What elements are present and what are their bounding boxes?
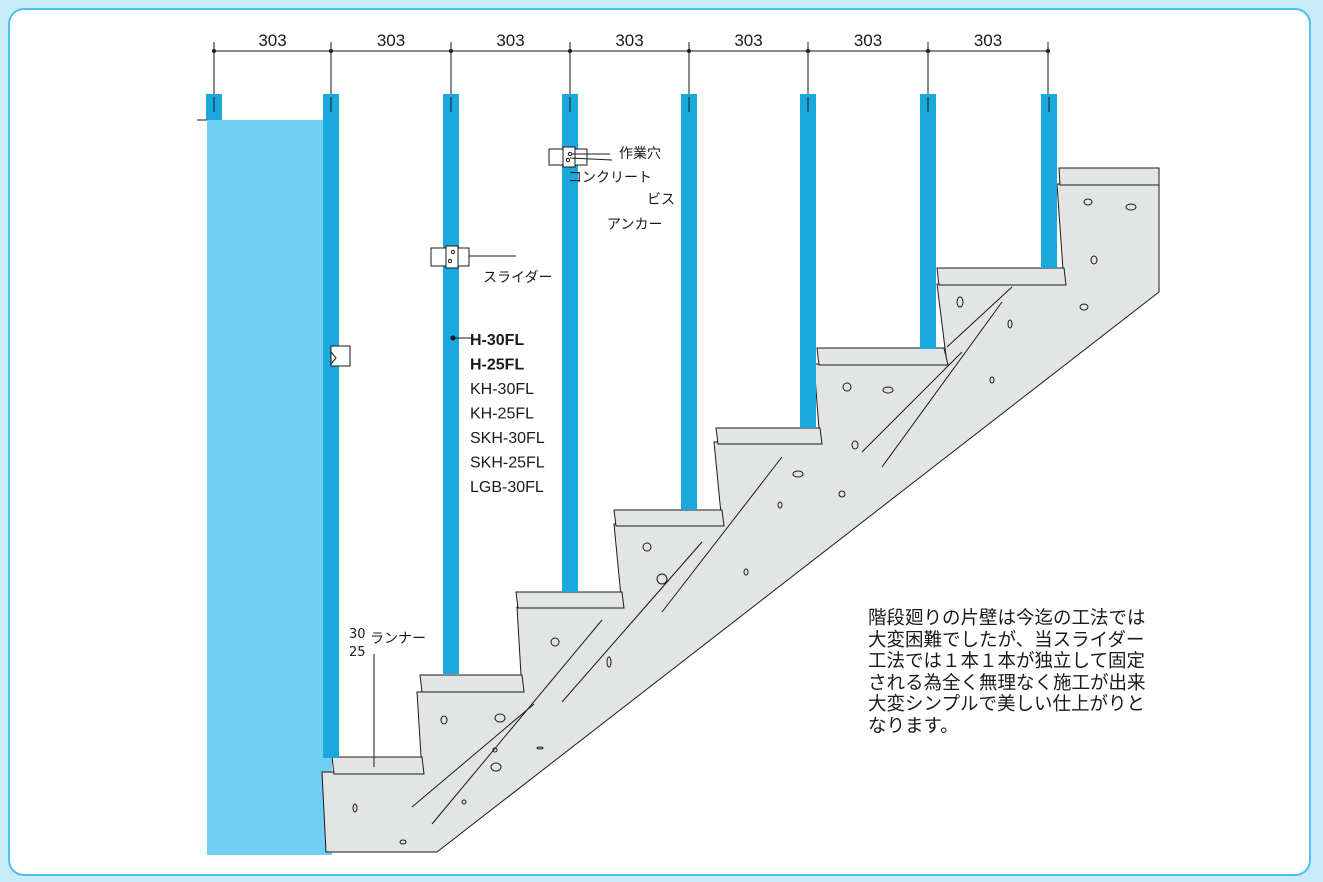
slider-plate	[445, 245, 459, 269]
description-line: 大変シンプルで美しい仕上がりと	[868, 694, 1145, 715]
screw-hole-icon	[565, 157, 571, 163]
dimension-label: 303	[496, 31, 524, 50]
stud-model-name: SKH-30FL	[470, 430, 545, 447]
tread-4	[613, 509, 725, 527]
stud	[443, 94, 459, 674]
diagram-frame: 303 303 303 303 303 303 303 作業穴	[8, 8, 1311, 876]
description-text: 階段廻りの片壁は今迄の工法では大変困難でしたが、当スライダー工法では１本１本が独…	[868, 608, 1248, 737]
description-line: される為全く無理なく施工が出来	[868, 672, 1146, 694]
runner-bracket-clip	[330, 351, 337, 365]
concrete-staircase	[321, 167, 1160, 853]
tread-5	[715, 427, 823, 445]
dimension-dot	[806, 49, 810, 53]
description-line: 階段廻りの片壁は今迄の工法では	[868, 608, 1146, 629]
concrete-label: コンクリート	[568, 170, 652, 186]
anchor-label: アンカー	[607, 217, 662, 233]
rebar-line	[946, 286, 1013, 348]
leader-lines	[373, 153, 613, 767]
tread-7	[936, 267, 1067, 286]
rebar-line	[561, 541, 703, 703]
dimension-dot	[329, 49, 333, 53]
runner-size-bottom: 25	[349, 645, 366, 660]
aggregate-stones	[352, 198, 1137, 845]
dimension-label: 303	[974, 31, 1002, 50]
tread-3	[515, 591, 625, 609]
stud-model-name: H-30FL	[470, 332, 524, 349]
screw-hole-icon	[450, 249, 456, 255]
description-line: なります。	[868, 715, 959, 737]
work-hole-label: 作業穴	[619, 146, 661, 162]
stud	[562, 94, 578, 592]
stud-model-list: H-30FL H-25FL KH-30FL KH-25FL SKH-30FL SKH-25…	[470, 332, 545, 496]
stud	[920, 94, 936, 349]
stud-model-name: H-25FL	[470, 357, 524, 374]
rebar-line	[411, 703, 535, 808]
dimension-dot	[568, 49, 572, 53]
rebar-line	[881, 301, 1003, 468]
dimension-label: 303	[377, 31, 405, 50]
stud-model-name: KH-25FL	[470, 406, 534, 423]
runner-size-top: 30	[349, 627, 366, 642]
rebar-lines	[411, 286, 1013, 825]
tread-6	[816, 347, 949, 366]
rebar-line	[861, 351, 963, 453]
description-line: 大変困難でしたが、当スライダー	[868, 629, 1145, 651]
dimension-line	[212, 42, 1050, 94]
stud	[681, 94, 697, 510]
dimension-dot	[212, 49, 216, 53]
runner-label: ランナー	[370, 631, 426, 647]
description-line: 工法では１本１本が独立して固定	[868, 651, 1145, 672]
rebar-line	[661, 456, 783, 613]
wall-panel	[207, 120, 332, 855]
dimension-dot	[1046, 49, 1050, 53]
stair-stud-diagram: 303 303 303 303 303 303 303 作業穴	[197, 31, 1160, 855]
dimension-label: 303	[615, 31, 643, 50]
dimension-label: 303	[854, 31, 882, 50]
slider-plate	[562, 146, 576, 168]
tread-1	[331, 756, 425, 775]
dimension-dot	[687, 49, 691, 53]
dimension-label: 303	[258, 31, 286, 50]
hardware-brackets	[330, 146, 588, 367]
dimension-dot	[449, 49, 453, 53]
tread-slabs	[331, 167, 1160, 775]
stud-model-name: SKH-25FL	[470, 455, 545, 472]
stud	[800, 94, 816, 428]
runner-bracket	[330, 345, 351, 367]
dimension-label: 303	[734, 31, 762, 50]
stud	[1041, 94, 1057, 268]
dimension-labels: 303 303 303 303 303 303 303	[258, 31, 1002, 50]
stud-model-name: KH-30FL	[470, 381, 534, 398]
runner-stud	[323, 94, 339, 758]
tread-8	[1058, 167, 1160, 186]
studs	[443, 94, 1057, 674]
stud-model-name: LGB-30FL	[470, 479, 544, 496]
slider-label: スライダー	[483, 270, 552, 286]
tread-2	[419, 674, 525, 693]
dimension-dot	[926, 49, 930, 53]
screw-label: ビス	[647, 192, 675, 208]
rebar-line	[431, 619, 603, 825]
screw-hole-icon	[447, 258, 453, 264]
